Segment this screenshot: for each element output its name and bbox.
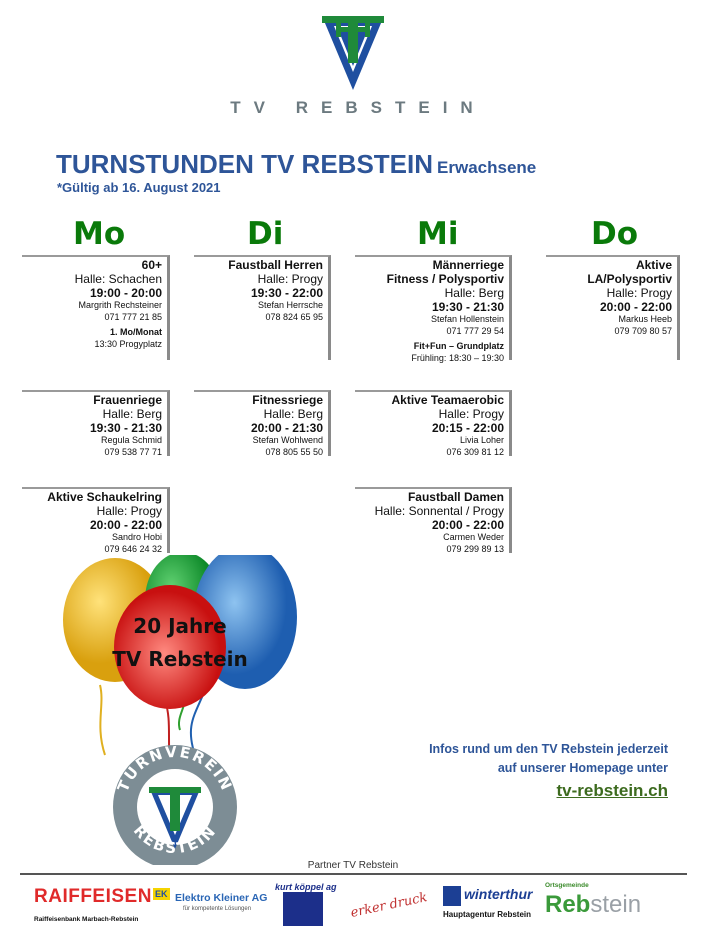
card-line: Aktive Schaukelring [47, 490, 162, 504]
card-line: Halle: Schachen [74, 272, 162, 286]
kurt-koeppel-logo: kurt köppel ag [275, 882, 341, 928]
day-do: Do [591, 216, 639, 252]
balloon-text-2: TV Rebstein [112, 647, 248, 671]
card-line: 20:00 - 22:00 [89, 518, 162, 532]
info-line-2: auf unserer Homepage unter [497, 761, 668, 775]
tv-rebstein-logo [322, 16, 384, 90]
card-line: 071 777 21 85 [104, 311, 162, 322]
card-line: 19:30 - 21:30 [431, 300, 504, 314]
ek-badge: EK [153, 888, 170, 900]
day-mo: Mo [73, 216, 126, 252]
winterthur-text: winterthur [464, 886, 533, 902]
gemeinde-label: Ortsgemeinde [545, 882, 589, 889]
card-line: 20:00 - 22:00 [431, 518, 504, 532]
winterthur-logo: winterthur Hauptagentur Rebstein [443, 882, 538, 928]
card-line: Aktive [635, 258, 672, 272]
card-line: 071 777 29 54 [446, 325, 504, 336]
card-line: Halle: Berg [444, 286, 504, 300]
card-line: 079 538 77 71 [104, 446, 162, 457]
turnverein-badge: TURNVEREIN REBSTEIN [113, 743, 237, 865]
card-line: Faustball Herren [228, 258, 323, 272]
divider [20, 873, 687, 875]
website-link[interactable]: tv-rebstein.ch [556, 781, 668, 800]
card-line: 079 709 80 57 [614, 325, 672, 336]
card-line: 19:30 - 21:30 [89, 421, 162, 435]
card-line: 13:30 Progyplatz [94, 338, 162, 349]
card-line: 60+ [141, 258, 162, 272]
day-mi: Mi [417, 216, 459, 252]
elektro-kleiner-logo: EK Elektro Kleiner AG für kompetente Lös… [153, 882, 268, 928]
card-line: Faustball Damen [407, 490, 504, 504]
balloons-illustration: 20 Jahre TV Rebstein TURNVEREIN REBSTEIN [63, 555, 297, 865]
day-di: Di [247, 216, 284, 252]
card-line: Stefan Wohlwend [252, 435, 323, 445]
card-line: 078 824 65 95 [265, 311, 323, 322]
card-line: 20:00 - 21:30 [250, 421, 323, 435]
card-line: Fit+Fun – Grundplatz [413, 341, 504, 351]
gemeinde-text-1: Reb [545, 891, 591, 918]
ortsgemeinde-rebstein-logo: Ortsgemeinde Rebstein [545, 882, 675, 928]
brand-name: TV REBSTEIN [230, 98, 486, 117]
card-line: Frühling: 18:30 – 19:30 [411, 352, 504, 363]
card-line: 19:00 - 20:00 [89, 286, 162, 300]
card-line: Männerriege [432, 258, 504, 272]
card-line: LA/Polysportiv [587, 272, 672, 286]
elektro-text: Elektro Kleiner AG [175, 892, 268, 904]
card-line: Stefan Hollenstein [430, 314, 504, 324]
card-line: Stefan Herrsche [257, 300, 323, 310]
card-line: Regula Schmid [100, 435, 162, 445]
card-line: Sandro Hobi [111, 532, 162, 542]
elektro-sub: für kompetente Lösungen [183, 906, 252, 912]
card-line: Markus Heeb [618, 314, 672, 324]
info-line-1: Infos rund um den TV Rebstein jederzeit [429, 742, 668, 756]
card-line: Halle: Berg [102, 407, 162, 421]
card-line: Livia Loher [459, 435, 504, 445]
card-line: Frauenriege [93, 393, 162, 407]
raiffeisen-logo: RAIFFEISEN Raiffeisenbank Marbach-Rebste… [34, 882, 152, 928]
erker-druck-logo: erker druck [349, 882, 430, 928]
erker-text: erker druck [349, 890, 429, 921]
card-line: Halle: Progy [606, 286, 672, 300]
card-line: Halle: Progy [257, 272, 323, 286]
card-line: 079 646 24 32 [104, 543, 162, 554]
partner-label: Partner TV Rebstein [307, 860, 399, 871]
card-line: Halle: Progy [96, 504, 162, 518]
valid-date: *Gültig ab 16. August 2021 [57, 180, 221, 195]
card-line: Halle: Progy [438, 407, 504, 421]
raiffeisen-sub: Raiffeisenbank Marbach-Rebstein [34, 916, 139, 923]
winterthur-sub: Hauptagentur Rebstein [443, 910, 532, 919]
card-line: 20:00 - 22:00 [599, 300, 672, 314]
card-line: 20:15 - 22:00 [431, 421, 504, 435]
title-text: TURNSTUNDEN TV REBSTEIN [56, 149, 434, 179]
gemeinde-text-2: stein [590, 891, 642, 918]
info-text: Infos rund um den TV Rebstein jederzeit … [380, 740, 668, 778]
card-line: 19:30 - 22:00 [250, 286, 323, 300]
card-line: Aktive Teamaerobic [391, 393, 505, 407]
balloon-text-1: 20 Jahre [133, 614, 226, 638]
card-line: 079 299 89 13 [446, 543, 504, 554]
koppel-text: kurt köppel ag [275, 882, 337, 892]
card-line: 076 309 81 12 [446, 446, 504, 457]
card-line: Fitness / Polysportiv [386, 272, 504, 286]
card-line: Halle: Sonnental / Progy [374, 504, 504, 518]
card-line: 1. Mo/Monat [110, 327, 162, 337]
card-line: Margrith Rechsteiner [78, 300, 162, 310]
card-line: 078 805 55 50 [265, 446, 323, 457]
raiffeisen-text: RAIFFEISEN [34, 886, 152, 907]
title-suffix: Erwachsene [437, 158, 537, 177]
card-line: Carmen Weder [443, 532, 504, 542]
card-line: Fitnessriege [252, 393, 323, 407]
card-line: Halle: Berg [263, 407, 323, 421]
